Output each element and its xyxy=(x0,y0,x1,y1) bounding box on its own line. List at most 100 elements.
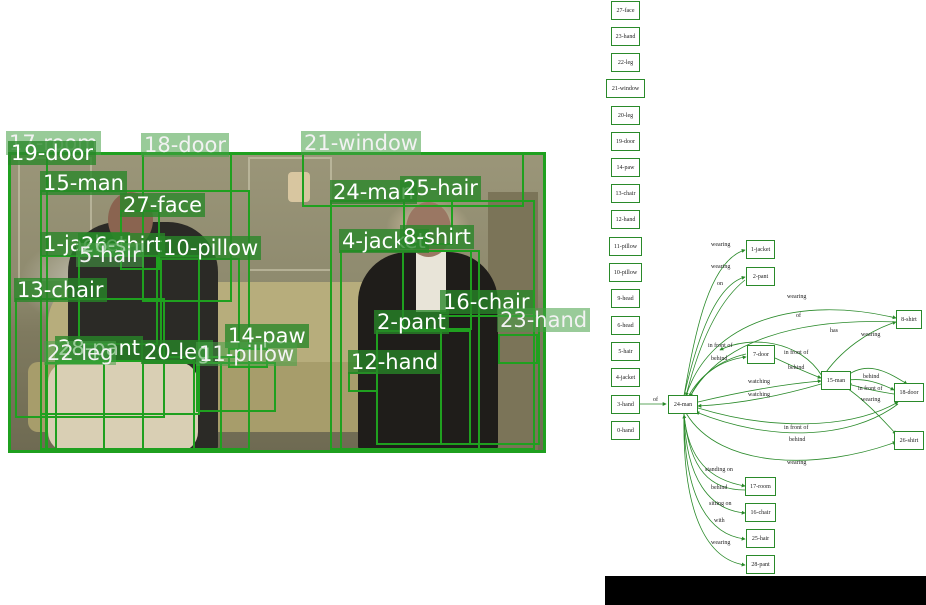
graph-node: 0-hand xyxy=(611,421,640,440)
edge-24man-18door xyxy=(697,401,899,425)
graph-node: 24-man xyxy=(668,395,698,414)
graph-node: 18-door xyxy=(894,383,924,402)
graph-node: 9-head xyxy=(611,289,640,308)
label-leg: 22-leg xyxy=(44,341,117,365)
edge-label: wearing xyxy=(711,540,731,546)
edge-label: on xyxy=(717,281,723,287)
edge-24man-1jacket xyxy=(683,248,746,397)
edge-18door-15man xyxy=(847,382,895,395)
graph-node: 11-pillow xyxy=(609,237,642,256)
graph-node: 27-face xyxy=(611,1,640,20)
edge-24man-2pant xyxy=(683,275,746,397)
graph-node: 23-hand xyxy=(611,27,640,46)
edge-label: behind xyxy=(863,374,880,380)
edge-24man-8shirt xyxy=(685,309,897,397)
label-pillow: 11-pillow xyxy=(196,342,298,366)
label-hair: 25-hair xyxy=(400,176,481,200)
label-hand: 23-hand xyxy=(497,308,591,332)
graph-node: 21-window xyxy=(606,79,645,98)
edge-label: wearing xyxy=(787,460,807,466)
bbox-hand xyxy=(348,372,378,392)
edge-17room-24man xyxy=(682,414,746,491)
bbox-leg xyxy=(45,362,105,450)
bbox-pillow xyxy=(196,362,276,412)
graph-node: 28-pant xyxy=(746,555,775,574)
edge-18door-24man xyxy=(695,403,899,434)
black-bar xyxy=(605,576,926,605)
bbox-chair xyxy=(440,315,540,445)
label-door: 18-door xyxy=(141,133,229,157)
bbox-pant xyxy=(55,360,195,450)
edge-label: behind xyxy=(788,365,805,371)
detection-image-panel: 17-room 19-door 18-door 21-window 24-man… xyxy=(6,131,591,453)
label-hair: 5-hair xyxy=(76,243,144,267)
edge-15man-7door xyxy=(719,341,823,377)
graph-node: 1-jacket xyxy=(746,240,775,259)
edge-24man-7door xyxy=(687,355,747,398)
graph-node: 12-hand xyxy=(611,210,640,229)
bbox-pant xyxy=(376,330,471,445)
edge-24man-26shirt xyxy=(685,412,897,461)
edge-label: watching xyxy=(748,379,770,385)
lamp xyxy=(288,172,310,202)
label-pillow: 10-pillow xyxy=(160,236,262,260)
edge-7door-15man xyxy=(774,357,822,379)
edge-label: has xyxy=(830,328,838,334)
edge-24man-16chair xyxy=(683,413,746,515)
bbox-hand xyxy=(498,334,538,364)
label-door: 19-door xyxy=(8,141,96,165)
edge-label: in front of xyxy=(784,350,809,356)
graph-node: 5-hair xyxy=(611,342,640,361)
graph-node: 14-paw xyxy=(611,158,640,177)
label-shirt: 8-shirt xyxy=(400,225,474,249)
edge-label: with xyxy=(714,518,725,524)
edge-15man-8shirt xyxy=(821,321,897,379)
edge-label: of xyxy=(796,313,801,319)
graph-node: 3-hand xyxy=(611,395,640,414)
graph-node: 13-chair xyxy=(611,184,640,203)
graph-edges xyxy=(640,248,908,567)
edge-15man-24man xyxy=(697,383,822,408)
edge-label: in front of xyxy=(708,343,733,349)
graph-node: 6-head xyxy=(611,316,640,335)
graph-node: 17-room xyxy=(745,477,776,496)
edge-label: wearing xyxy=(787,294,807,300)
edge-label: behind xyxy=(789,437,806,443)
edge-15man-26shirt xyxy=(843,385,897,435)
graph-node: 2-pant xyxy=(746,267,775,286)
edge-label: behind xyxy=(711,485,728,491)
graph-node: 26-shirt xyxy=(894,431,924,450)
edge-label: behind xyxy=(711,356,728,362)
edge-label: wearing xyxy=(711,242,731,248)
scene-graph-panel: 27-face 23-hand 22-leg 21-window 20-leg … xyxy=(600,0,926,605)
graph-node: 10-pillow xyxy=(609,263,642,282)
graph-node: 4-jacket xyxy=(611,368,640,387)
graph-node: 22-leg xyxy=(611,53,640,72)
graph-node: 16-chair xyxy=(745,503,776,522)
edge-label: wearing xyxy=(861,397,881,403)
edge-label: of xyxy=(653,397,658,403)
edge-label: wearing xyxy=(711,264,731,270)
graph-node: 8-shirt xyxy=(896,310,922,329)
edge-15man-18door xyxy=(847,379,895,391)
edge-24man-15man xyxy=(697,379,822,403)
label-hand: 12-hand xyxy=(348,350,442,374)
label-pant: 2-pant xyxy=(374,310,449,334)
label-window: 21-window xyxy=(301,131,421,155)
graph-node: 25-hair xyxy=(746,529,775,548)
label-chair: 13-chair xyxy=(14,278,107,302)
edge-label: standing on xyxy=(705,467,733,473)
graph-node: 19-door xyxy=(611,132,640,151)
edge-24man-28pant xyxy=(683,413,746,567)
edge-label: in front of xyxy=(784,425,809,431)
label-face: 27-face xyxy=(120,193,206,217)
graph-node: 7-door xyxy=(747,345,775,364)
label-man: 15-man xyxy=(40,171,127,195)
edge-24man-25hair xyxy=(683,413,746,541)
person-left-legs xyxy=(48,362,198,452)
graph-node: 20-leg xyxy=(611,106,640,125)
edge-label: in front of xyxy=(858,386,883,392)
label-chair: 16-chair xyxy=(440,290,533,314)
edge-2pant-24man xyxy=(684,279,746,397)
graph-node: 15-man xyxy=(821,371,851,390)
